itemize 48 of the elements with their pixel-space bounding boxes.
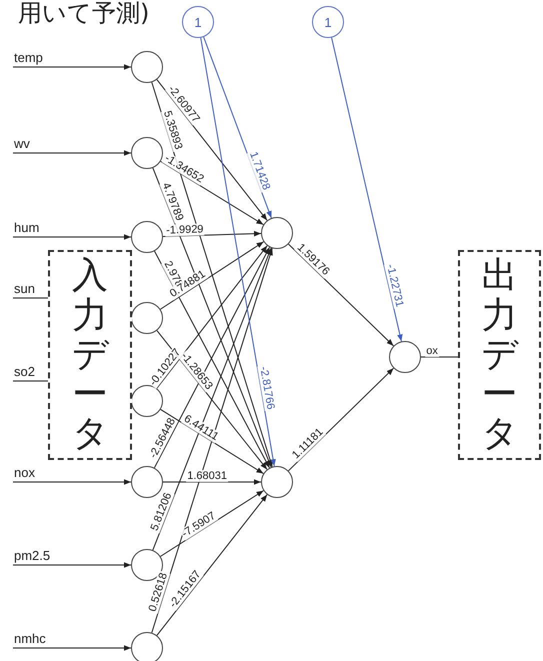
- bias-node: 1: [182, 6, 214, 38]
- input-label: pm2.5: [13, 550, 52, 562]
- neuron-circle: [131, 221, 163, 253]
- dashed-box: [458, 250, 541, 460]
- arrow: [156, 79, 268, 221]
- neuron-circle: [261, 466, 293, 498]
- input-line: [12, 64, 132, 70]
- weight-label: -2.81766: [257, 364, 277, 412]
- arrow: [156, 494, 268, 636]
- neuron-circle: [131, 632, 163, 661]
- neuron-circle: [131, 302, 163, 334]
- arrow: [160, 241, 264, 310]
- dashed-box: [48, 250, 132, 460]
- arrow: [162, 479, 262, 485]
- neuron-circle: [131, 385, 163, 417]
- weight-label: 1.68031: [186, 470, 228, 482]
- input-label: nmhc: [13, 633, 47, 645]
- arrow: [288, 244, 394, 346]
- arrow: [160, 490, 264, 557]
- arrow: [151, 248, 273, 634]
- arrow: [200, 37, 276, 467]
- arrow: [160, 160, 264, 226]
- weight-label: -1.9929: [164, 223, 204, 236]
- title: 用いて予測): [18, 0, 150, 29]
- input-label: hum: [13, 222, 40, 234]
- neuron-circle: [261, 217, 293, 249]
- weight-label: ox: [425, 345, 439, 357]
- input-line: [12, 150, 132, 156]
- neuron-circle: [131, 137, 163, 169]
- input-line: [12, 562, 132, 568]
- box-label: 入力データ: [72, 256, 108, 454]
- box-label: 出力データ: [482, 256, 518, 454]
- input-line: [12, 479, 132, 485]
- arrow: [152, 247, 272, 551]
- input-line: [12, 380, 48, 382]
- input-line: [12, 645, 132, 651]
- arrow: [331, 37, 403, 342]
- weight-label: -1.22731: [384, 262, 406, 309]
- input-label: sun: [13, 283, 36, 295]
- input-label: temp: [13, 52, 44, 64]
- arrow: [156, 245, 268, 389]
- input-line: [12, 234, 132, 240]
- neuron-circle: [389, 341, 421, 373]
- neuron-circle: [131, 51, 163, 83]
- input-label: nox: [13, 467, 36, 479]
- input-label: so2: [13, 366, 36, 378]
- input-label: wv: [13, 138, 31, 150]
- bias-node: 1: [312, 6, 344, 38]
